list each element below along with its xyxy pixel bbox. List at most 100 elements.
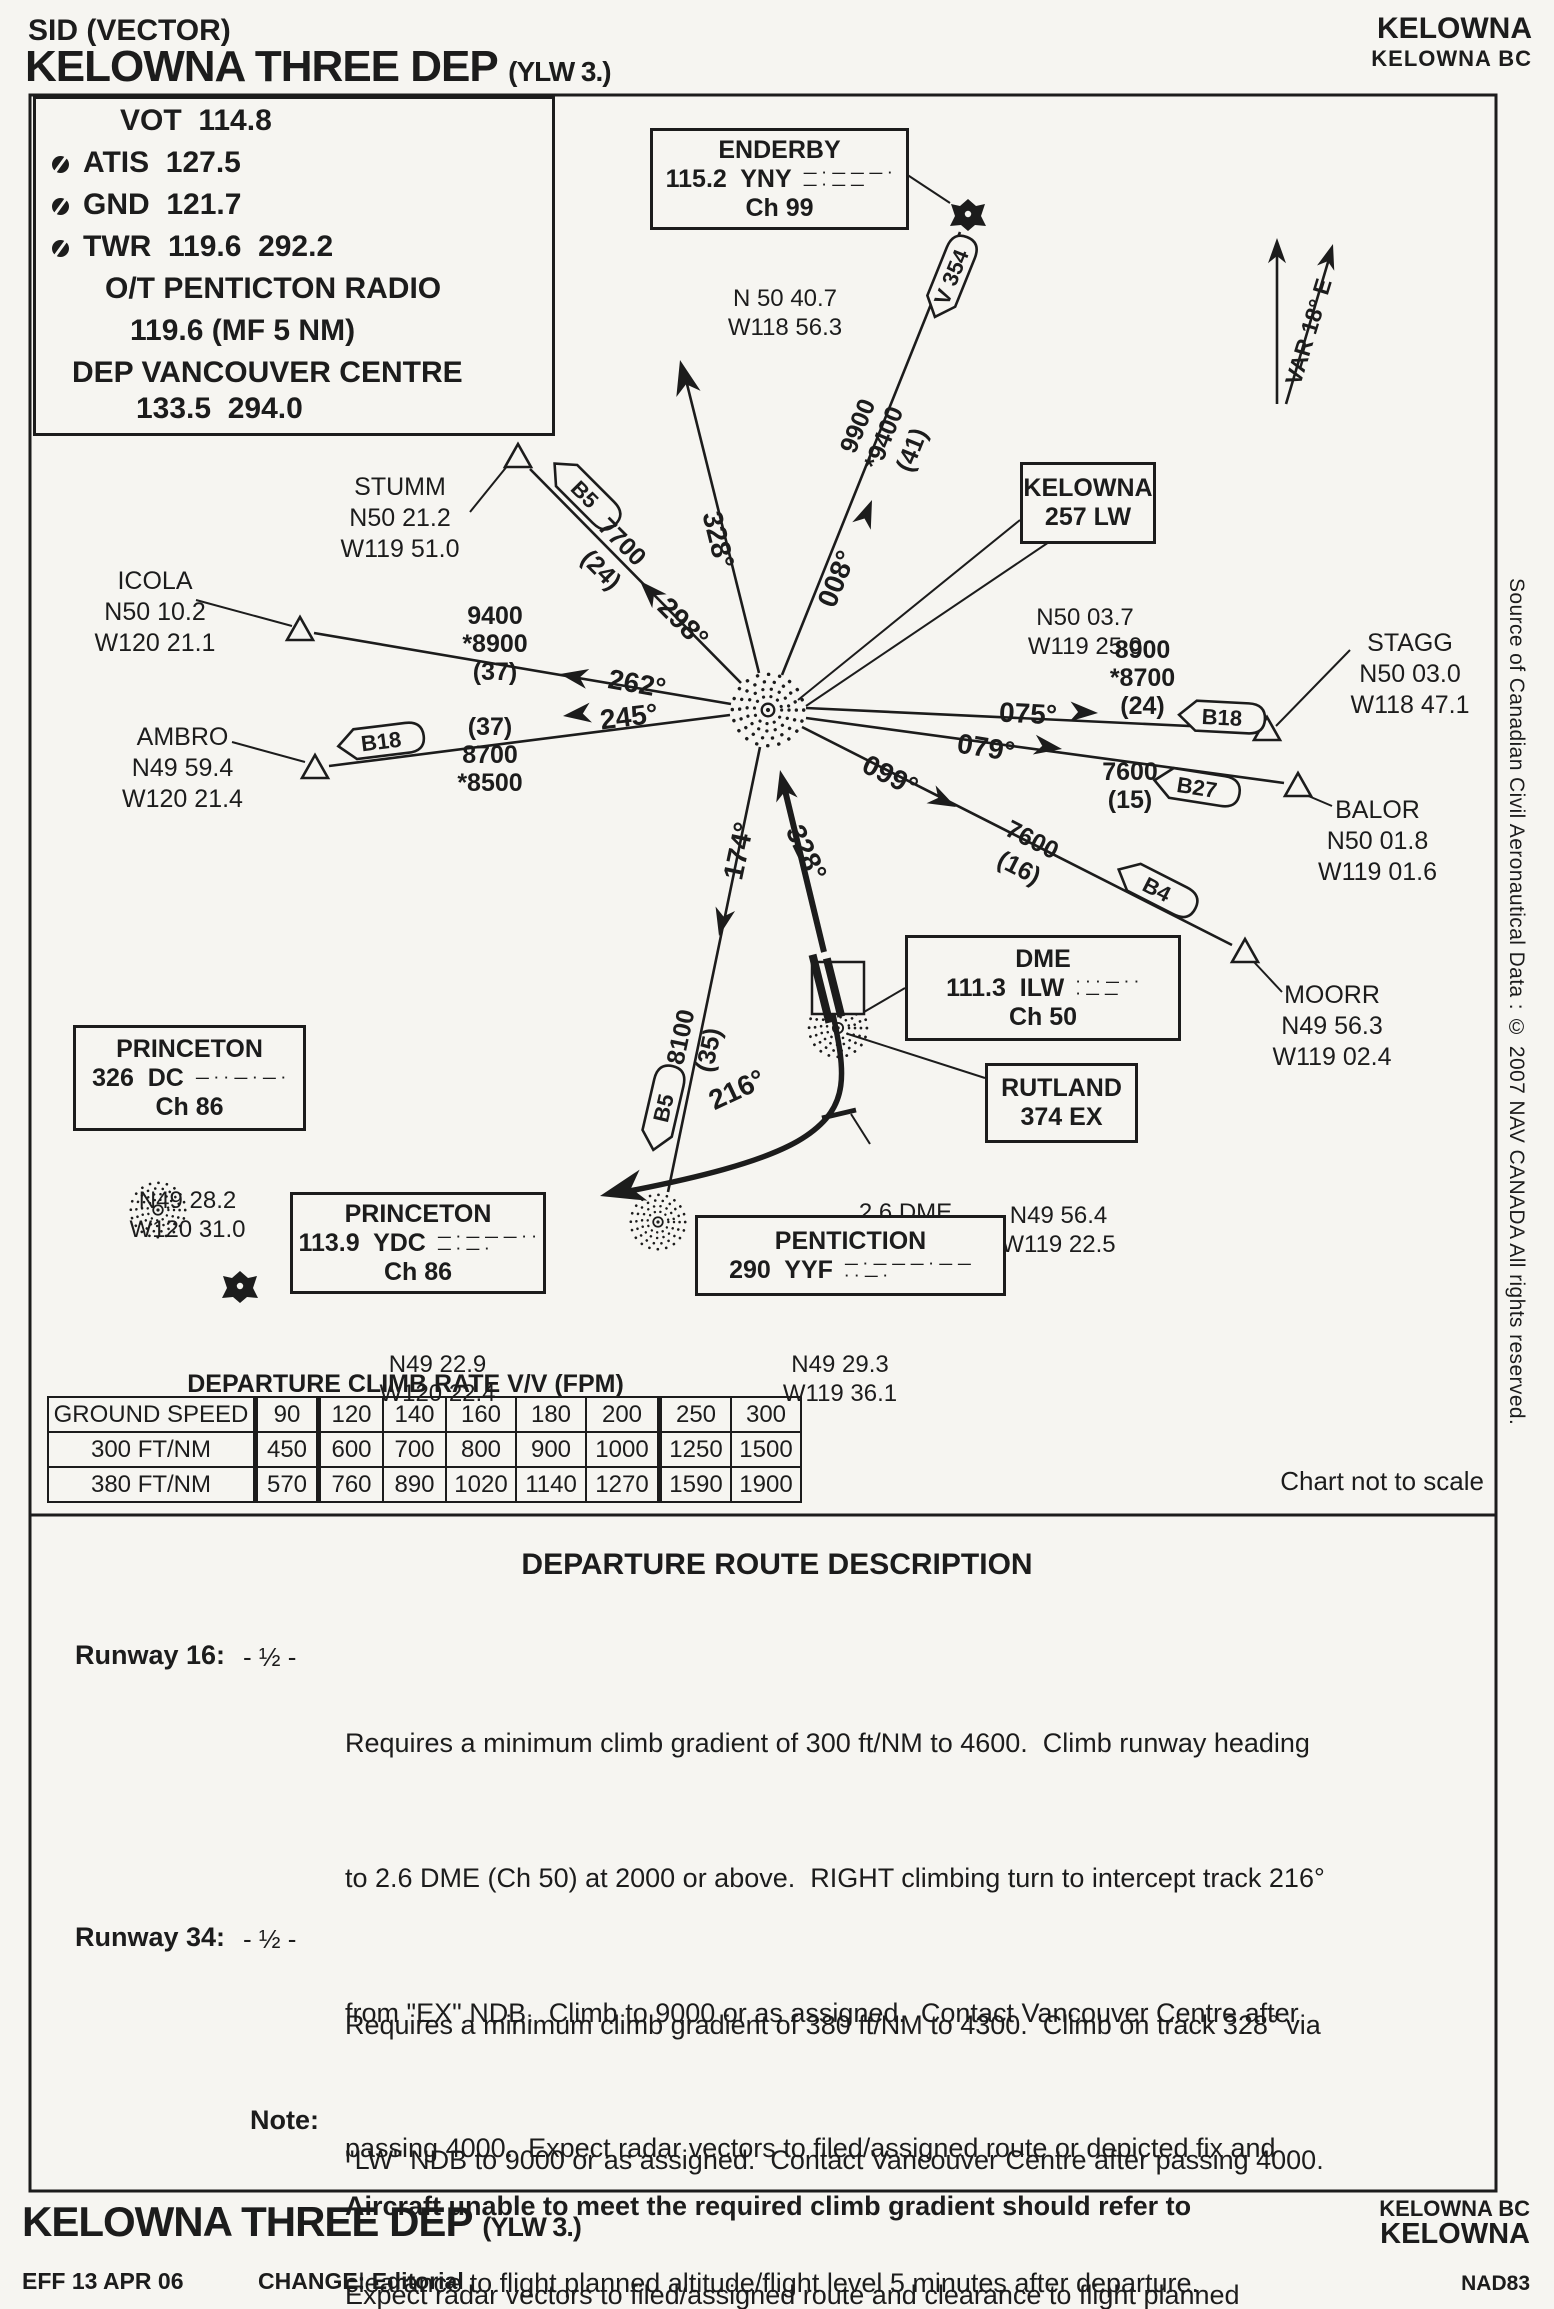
enderby-freq: 115.2 YNY xyxy=(665,164,792,193)
altitude-079: 7600(15) xyxy=(1102,758,1158,814)
princeton-vor-channel: Ch 86 xyxy=(383,1257,453,1286)
airway-badges: B5 B5 B18 B18 B27 B4 V 354 xyxy=(335,230,1268,1155)
dme-morse: · · · — · · · — — xyxy=(1076,974,1140,1001)
climb-table-title: DEPARTURE CLIMB RATE V/V (FPM) xyxy=(187,1370,624,1398)
radial-075-line xyxy=(805,706,1254,731)
ot-radio-line1: O/T PENTICTON RADIO xyxy=(105,272,442,305)
route-description-title: DEPARTURE ROUTE DESCRIPTION xyxy=(521,1548,1033,1581)
change-note: CHANGE: Editorial xyxy=(258,2268,464,2294)
runway34-description: Requires a minimum climb gradient of 380… xyxy=(345,2010,1324,2309)
enderby-channel: Ch 99 xyxy=(745,193,814,222)
enderby-morse: — · — — — · — · — — xyxy=(803,165,894,192)
dep-centre-line1: DEP VANCOUVER CENTRE xyxy=(72,356,463,389)
svg-text:245°: 245° xyxy=(598,698,659,736)
note-label: Note: xyxy=(250,2105,319,2135)
airway-b4-badge: B4 xyxy=(1110,854,1204,924)
kelowna-ndb-box: KELOWNA 257 LW xyxy=(1020,462,1156,544)
no-voice-icon xyxy=(52,240,69,257)
table-row: 300 FT/NM 450 600 700 800 900 1000 1250 … xyxy=(47,1431,802,1468)
note-text: Aircraft unable to meet the required cli… xyxy=(345,2191,1192,2221)
penticton-name: PENTICTION xyxy=(774,1226,927,1255)
twr-text: TWR 119.6 292.2 xyxy=(83,230,334,263)
princeton-vor-box: PRINCETON 113.9 YDC — · — — — · · — · — ·… xyxy=(290,1192,546,1294)
runway16-description: Requires a minimum climb gradient of 300… xyxy=(345,1728,1325,2298)
runway34-sep: - ½ - xyxy=(243,1924,297,1954)
svg-text:079°: 079° xyxy=(955,728,1017,768)
radial-328-line xyxy=(682,371,761,674)
source-copyright-note: Source of Canadian Civil Aeronautical Da… xyxy=(1505,578,1528,1426)
princeton-ndb-name: PRINCETON xyxy=(116,1034,263,1063)
radial-262-line xyxy=(313,631,732,706)
frequency-box xyxy=(33,96,555,436)
enderby-vor-symbol xyxy=(950,199,986,231)
penticton-morse: — · — — — · — — · · — · xyxy=(844,1256,972,1283)
rutland-name: RUTLAND xyxy=(1001,1074,1122,1102)
princeton-vor-name: PRINCETON xyxy=(344,1199,492,1228)
kelowna-ndb-ident: 257 LW xyxy=(1044,503,1132,531)
dme-fix-tick xyxy=(821,1107,857,1121)
airway-b18-badge: B18 xyxy=(335,719,427,763)
svg-text:099°: 099° xyxy=(857,749,923,803)
svg-text:B18: B18 xyxy=(360,727,403,757)
airport-symbol xyxy=(808,953,866,1024)
page-title-suffix: (YLW 3.) xyxy=(508,56,611,87)
svg-text:328°: 328° xyxy=(780,820,833,886)
footer-title-suffix: (YLW 3.) xyxy=(482,2212,581,2242)
altitude-245: (37)8700*8500 xyxy=(457,713,523,797)
footer-city: KELOWNA xyxy=(1380,2218,1530,2250)
var-label: VAR 18° E xyxy=(1280,275,1337,388)
princeton-ndb-freq: 326 DC xyxy=(92,1063,184,1092)
runway16-label: Runway 16: xyxy=(75,1640,226,1670)
no-voice-icon xyxy=(52,156,69,173)
rutland-ident: 374 EX xyxy=(1020,1103,1103,1131)
footer-title-text: KELOWNA THREE DEP xyxy=(22,2198,473,2245)
princeton-vor-freq: 113.9 YDC xyxy=(298,1228,426,1257)
penticton-freq: 290 YYF xyxy=(729,1255,833,1284)
table-row: 380 FT/NM 570 760 890 1020 1140 1270 159… xyxy=(47,1466,802,1503)
climb-rate-table: GROUND SPEED 90 120 140 160 180 200 250 … xyxy=(47,1396,802,1503)
runway16-sep: - ½ - xyxy=(243,1642,297,1672)
enderby-name: ENDERBY xyxy=(718,135,841,164)
page-title-text: KELOWNA THREE DEP xyxy=(25,42,498,91)
datum-note: NAD83 xyxy=(1461,2272,1530,2295)
svg-text:008°: 008° xyxy=(811,546,861,611)
airport-city: KELOWNA xyxy=(1377,12,1532,45)
vot-frequency: VOT 114.8 xyxy=(120,104,272,137)
ot-radio-line2: 119.6 (MF 5 NM) xyxy=(130,314,356,347)
atis-text: ATIS 127.5 xyxy=(83,146,241,179)
svg-text:174°: 174° xyxy=(717,819,759,882)
airway-b27-badge: B27 xyxy=(1150,764,1244,810)
penticton-ndb-symbol xyxy=(629,1193,687,1251)
leader-lines xyxy=(195,171,1351,1145)
dme-freq: 111.3 ILW xyxy=(946,973,1065,1002)
airway-b18-badge: B18 xyxy=(1176,698,1268,736)
penticton-ndb-box: PENTICTION 290 YYF — · — — — · — — · · — … xyxy=(695,1215,1006,1296)
rwy16-turn-path xyxy=(613,1009,845,1197)
icola-triangle xyxy=(285,615,315,642)
princeton-vor-morse: — · — — — · · — · — · xyxy=(437,1229,538,1256)
chart-type-label: SID (VECTOR) xyxy=(28,14,231,47)
rutland-ndb-box: RUTLAND 374 EX xyxy=(985,1063,1138,1143)
ilw-dme-box: DME 111.3 ILW· · · — · · · — — Ch 50 xyxy=(905,935,1181,1041)
svg-text:328°: 328° xyxy=(696,508,740,572)
chart-border xyxy=(28,93,1498,2193)
kelowna-ndb-name: KELOWNA xyxy=(1023,474,1153,502)
track-328-line xyxy=(780,781,827,953)
dme-channel: Ch 50 xyxy=(1008,1002,1078,1031)
balor-triangle xyxy=(1283,771,1313,798)
page-title: KELOWNA THREE DEP (YLW 3.) xyxy=(25,42,612,92)
svg-text:B27: B27 xyxy=(1175,772,1219,803)
altitude-075: 8900*8700(24) xyxy=(1109,636,1176,720)
dep-centre-line2: 133.5 294.0 xyxy=(136,392,303,425)
kelowna-ndb-symbol xyxy=(730,672,806,748)
svg-text:B5: B5 xyxy=(648,1092,679,1125)
